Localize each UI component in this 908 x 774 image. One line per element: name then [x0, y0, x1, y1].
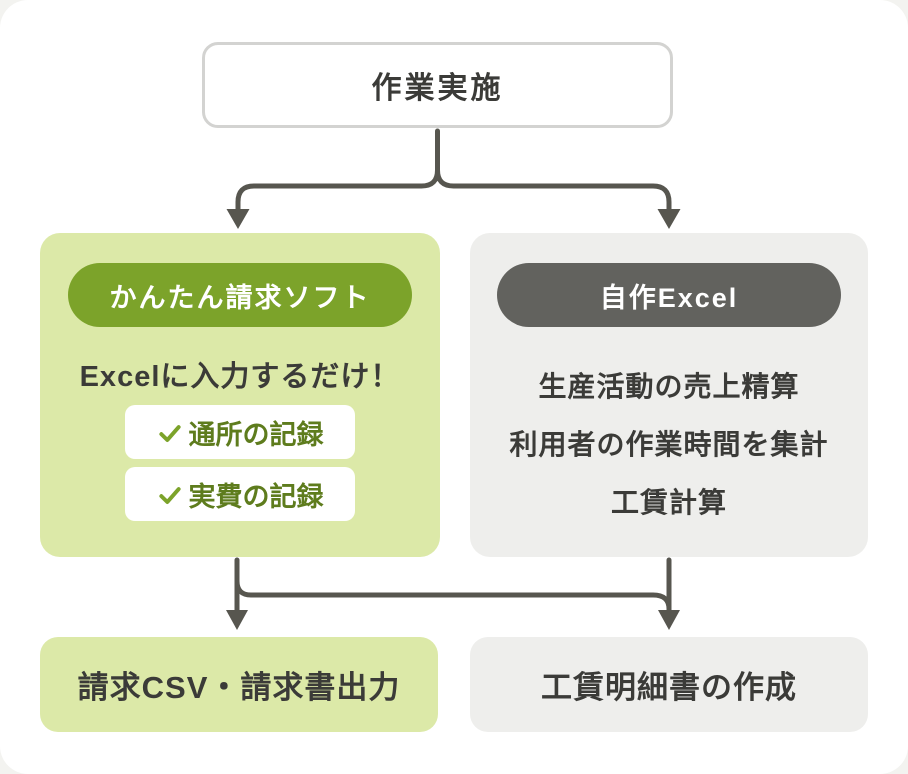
badge-easy-billing-software-label: かんたん請求ソフト — [109, 282, 371, 313]
panel-self-made-excel: 自作Excel 生産活動の売上精算 利用者の作業時間を集計 工賃計算 — [470, 233, 868, 557]
right-panel-task-list: 生産活動の売上精算 利用者の作業時間を集計 工賃計算 — [470, 356, 868, 530]
connector-top-right — [435, 167, 672, 214]
panel-easy-billing-software: かんたん請求ソフト Excelに入力するだけ！ 通所の記録 実費の記録 — [40, 233, 440, 557]
left-panel-check-list: 通所の記録 実費の記録 — [40, 405, 440, 521]
check-item-expense-record: 実費の記録 — [125, 467, 355, 521]
node-work-execution-label: 作業実施 — [371, 72, 504, 105]
result-wage-statement-label: 工賃明細書の作成 — [541, 670, 797, 705]
check-icon — [158, 425, 181, 442]
check-item-attendance-record: 通所の記録 — [125, 405, 355, 459]
arrowhead-bottom-left — [226, 610, 248, 630]
result-billing-csv-output: 請求CSV・請求書出力 — [40, 637, 438, 732]
connector-top-left — [235, 167, 440, 214]
badge-self-made-excel: 自作Excel — [497, 263, 841, 327]
badge-easy-billing-software: かんたん請求ソフト — [68, 263, 412, 327]
task-line-sales-settlement: 生産活動の売上精算 — [538, 371, 800, 402]
arrowhead-top-left — [226, 209, 250, 229]
check-item-label: 実費の記録 — [188, 481, 324, 512]
result-billing-csv-output-label: 請求CSV・請求書出力 — [77, 670, 401, 705]
badge-self-made-excel-label: 自作Excel — [599, 282, 739, 313]
check-icon — [158, 487, 181, 504]
left-panel-headline: Excelに入力するだけ！ — [79, 361, 401, 393]
connector-bottom-branch — [234, 578, 672, 612]
task-line-wage-calculation: 工賃計算 — [610, 487, 727, 518]
result-wage-statement: 工賃明細書の作成 — [470, 637, 868, 732]
arrowhead-bottom-right — [658, 610, 680, 630]
arrowhead-top-right — [657, 209, 681, 229]
task-line-aggregate-hours: 利用者の作業時間を集計 — [509, 429, 829, 460]
check-item-label: 通所の記録 — [188, 419, 324, 450]
node-work-execution: 作業実施 — [202, 42, 673, 128]
